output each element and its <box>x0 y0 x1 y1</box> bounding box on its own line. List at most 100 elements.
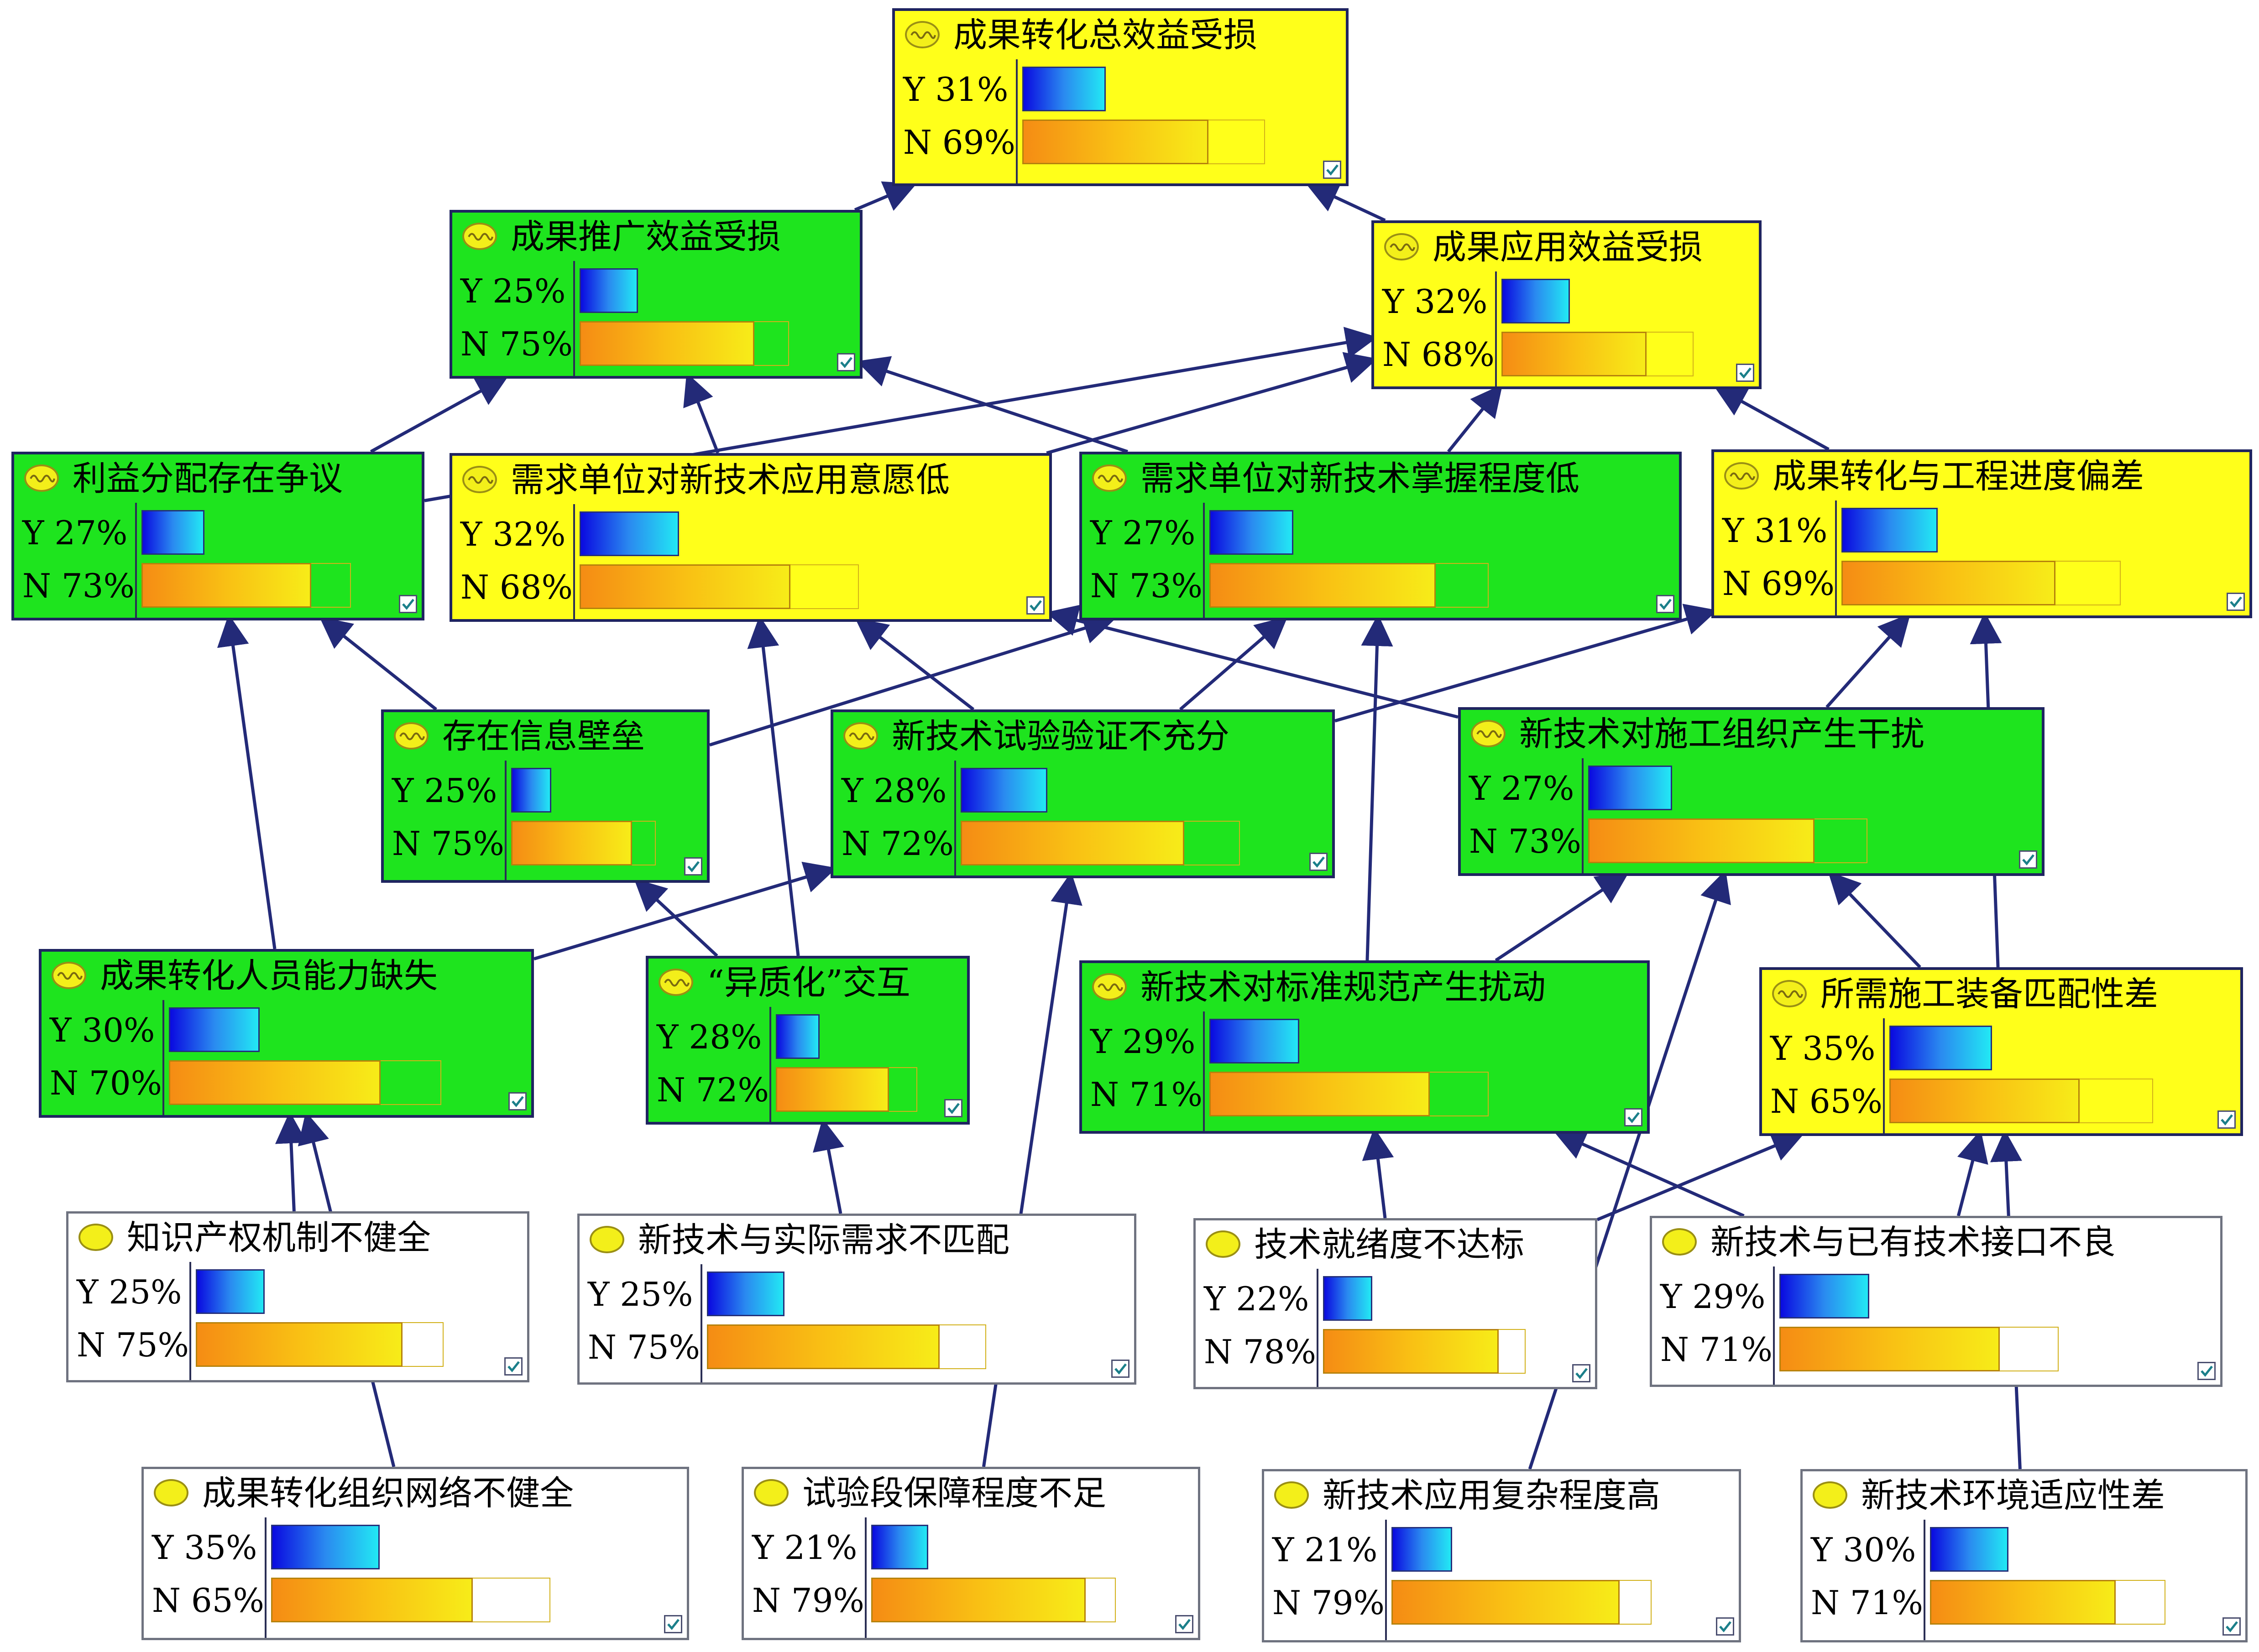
probability-bar-no <box>1209 1072 1430 1116</box>
node-label: 知识产权机制不健全 <box>127 1218 431 1257</box>
checkbox-icon[interactable] <box>1716 1617 1734 1636</box>
checkbox-icon[interactable] <box>1309 853 1328 871</box>
checkbox-icon[interactable] <box>2217 1110 2236 1129</box>
checkbox-icon[interactable] <box>944 1099 962 1117</box>
checkbox-icon[interactable] <box>664 1615 682 1633</box>
probability-bar-no <box>1588 818 1815 863</box>
node-title: “异质化”交互 <box>648 959 967 1007</box>
node-label: 新技术与实际需求不匹配 <box>638 1220 1009 1260</box>
state-value: Y 32% <box>460 515 566 553</box>
state-value: N 75% <box>77 1326 189 1364</box>
node-label: 成果转化与工程进度偏差 <box>1773 457 2144 496</box>
state-value: Y 30% <box>50 1011 155 1049</box>
node-title: 存在信息壁垒 <box>384 712 707 761</box>
edge-interfere-to-willing <box>1046 605 1459 719</box>
probability-bar-no <box>961 821 1184 865</box>
checkbox-icon[interactable] <box>1111 1360 1130 1378</box>
edge-trial-to-schedule <box>1334 604 1718 723</box>
belief-node-icon <box>1092 464 1127 492</box>
checkbox-icon[interactable] <box>684 857 702 876</box>
checkbox-icon[interactable] <box>2197 1362 2216 1380</box>
checkbox-icon[interactable] <box>1175 1615 1193 1633</box>
state-row-no: N 71% <box>1082 1069 1647 1120</box>
probability-bar-no <box>196 1322 403 1367</box>
probability-bar-yes <box>707 1272 784 1316</box>
edge-barrier-to-benefit <box>319 616 438 711</box>
state-row-yes: Y 22% <box>1196 1273 1595 1324</box>
state-value: Y 27% <box>22 514 128 552</box>
checkbox-icon[interactable] <box>399 595 417 613</box>
probability-bar-yes <box>1391 1527 1452 1572</box>
checkbox-icon[interactable] <box>1026 596 1045 615</box>
node-title: 成果转化人员能力缺失 <box>42 952 531 1000</box>
state-divider <box>265 1517 267 1638</box>
node-title: 知识产权机制不健全 <box>68 1214 527 1262</box>
probability-bar-no <box>1391 1580 1620 1625</box>
node-label: 需求单位对新技术应用意愿低 <box>511 460 950 500</box>
probability-bar-yes <box>776 1014 820 1059</box>
state-row-no: N 75% <box>452 318 860 370</box>
state-value: Y 29% <box>1660 1277 1766 1316</box>
checkbox-icon[interactable] <box>1624 1108 1642 1126</box>
state-row-no: N 73% <box>14 560 422 611</box>
checkbox-icon[interactable] <box>1736 364 1754 382</box>
state-value: N 73% <box>1090 567 1203 605</box>
evidence-node-icon <box>1662 1228 1697 1256</box>
node-title: 新技术与已有技术接口不良 <box>1652 1218 2220 1266</box>
edge-ability-to-benefit <box>217 614 277 949</box>
edge-mastery-to-promo <box>856 356 1128 453</box>
checkbox-icon[interactable] <box>2222 1617 2241 1636</box>
checkbox-icon[interactable] <box>2019 850 2037 869</box>
state-divider <box>135 503 137 618</box>
state-row-yes: Y 25% <box>452 266 860 317</box>
state-value: N 69% <box>903 123 1015 162</box>
state-divider <box>1203 1011 1205 1131</box>
edge-trial-to-mastery <box>1179 616 1288 711</box>
checkbox-icon[interactable] <box>837 353 855 371</box>
belief-node-icon <box>1724 462 1759 490</box>
edge-barrier-to-mastery <box>709 613 1116 747</box>
node-label: 存在信息壁垒 <box>442 717 645 756</box>
state-row-yes: Y 25% <box>580 1269 1134 1320</box>
node-title: 技术就绪度不达标 <box>1196 1220 1595 1269</box>
state-row-no: N 79% <box>744 1575 1198 1626</box>
state-row-no: N 78% <box>1196 1326 1595 1377</box>
checkbox-icon[interactable] <box>504 1357 523 1376</box>
probability-bar-yes <box>271 1525 380 1569</box>
evidence-node-icon <box>1274 1481 1309 1509</box>
checkbox-icon[interactable] <box>1656 595 1674 613</box>
state-divider <box>1835 500 1837 615</box>
belief-node-icon <box>905 21 940 48</box>
state-row-yes: Y 35% <box>1762 1023 2240 1074</box>
node-title: 需求单位对新技术应用意愿低 <box>452 456 1049 504</box>
checkbox-icon[interactable] <box>1572 1364 1590 1382</box>
belief-node-icon <box>462 223 497 250</box>
state-row-yes: Y 21% <box>1264 1524 1739 1575</box>
checkbox-icon[interactable] <box>2227 593 2245 611</box>
state-value: N 78% <box>1204 1333 1316 1371</box>
checkbox-icon[interactable] <box>1323 161 1341 179</box>
checkbox-icon[interactable] <box>508 1092 527 1110</box>
